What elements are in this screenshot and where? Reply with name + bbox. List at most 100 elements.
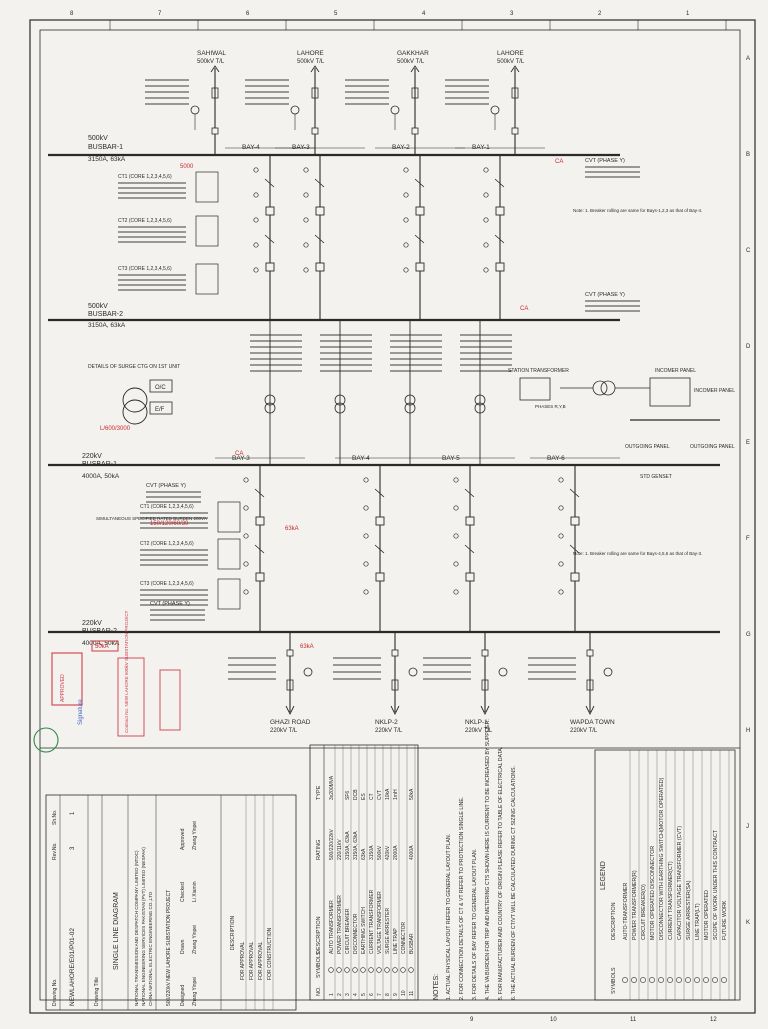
feeder-rating: 500kV T/L bbox=[197, 59, 225, 65]
disconnector-icon bbox=[414, 234, 425, 244]
legend-description: FUTURE WORK bbox=[722, 900, 728, 940]
notes-block: NOTES: 1. ACTUAL PHYSICAL LAYOUT REFER T… bbox=[433, 719, 517, 1000]
signatory-name: Zhang Yinpei bbox=[192, 821, 198, 850]
cubicle-label: O/C bbox=[155, 385, 166, 391]
ruler-tick-label: B bbox=[746, 152, 750, 158]
ruler-tick-label: 6 bbox=[246, 11, 250, 17]
legend-description: SCOPE OF WORK UNDER THIS CONTRACT bbox=[713, 829, 719, 940]
ct-cores-box bbox=[217, 578, 241, 610]
feeder-name: SAHIWAL bbox=[197, 50, 226, 57]
table-cell: CURRENT TRANSFORMER bbox=[369, 889, 375, 954]
current-transformer-icon bbox=[453, 505, 459, 511]
current-transformer-icon bbox=[453, 477, 459, 483]
line-trap-icon bbox=[411, 87, 419, 99]
ct-core-label: CT1 (CORE 1,2,3,4,5,6) bbox=[118, 174, 172, 180]
cvt-icon bbox=[408, 667, 418, 677]
table-cell: 3150A, 63kA bbox=[345, 831, 351, 860]
current-transformer-icon bbox=[453, 589, 459, 595]
ct-core-label: CT2 (CORE 1,2,3,4,5,6) bbox=[118, 218, 172, 224]
ct-cores-box bbox=[217, 538, 241, 570]
line-end-arrow-icon bbox=[585, 705, 595, 716]
contract-stamp-box bbox=[117, 657, 145, 737]
ruler-tick-label: H bbox=[746, 728, 750, 734]
current-transformer-icon bbox=[303, 217, 309, 223]
station-transformer-area: O/C E/F DETAILS OF SURGE CTG ON 1ST UNIT… bbox=[88, 364, 735, 480]
circuit-breaker-icon bbox=[375, 572, 385, 582]
table-cell: 220/11kV bbox=[337, 839, 343, 860]
current-transformer-icon bbox=[558, 561, 564, 567]
ct-core-label: CT2 (CORE 1,2,3,4,5,6) bbox=[140, 541, 194, 547]
legend-description: AUTO-TRANSFORMER bbox=[623, 883, 629, 940]
company-name: CHINA NATIONAL ELECTRIC ENGINEERING CO.,… bbox=[148, 891, 153, 1006]
feeder-rating: 220kV T/L bbox=[375, 728, 403, 734]
feeder-name: GAKKHAR bbox=[397, 50, 429, 57]
circuit-breaker-icon bbox=[570, 572, 580, 582]
line-end-arrow-icon bbox=[310, 65, 320, 73]
current-transformer-icon bbox=[363, 505, 369, 511]
bay-label: BAY-6 bbox=[547, 455, 565, 462]
approval-stamp-box bbox=[51, 652, 83, 706]
auto-transformer-icon bbox=[334, 402, 346, 414]
seal-circle-icon bbox=[33, 727, 59, 753]
busbar-rating: 4000A, 50kA bbox=[82, 473, 120, 480]
auto-transformer-icon bbox=[404, 394, 416, 406]
legend-symbol-icon bbox=[703, 977, 709, 983]
signatory-role: Designed bbox=[180, 985, 186, 1006]
feeder-rating: 500kV T/L bbox=[297, 59, 325, 65]
cvt-label: CVT (PHASE Y) bbox=[146, 483, 186, 489]
legend-symbol-icon bbox=[658, 977, 664, 983]
line-trap-icon bbox=[391, 679, 399, 691]
ruler-tick-label: 9 bbox=[470, 1017, 474, 1023]
disconnector-icon bbox=[374, 544, 385, 554]
ruler-tick-label: 12 bbox=[710, 1017, 717, 1023]
feeder-name: LAHORE bbox=[297, 50, 324, 57]
busbar-220-1-label: 220kV BUSBAR-1 4000A, 50kA bbox=[82, 453, 120, 480]
busbar-voltage: 500kV bbox=[88, 303, 108, 310]
ruler-tick-label: 8 bbox=[70, 11, 74, 17]
circuit-breaker-icon bbox=[415, 262, 425, 272]
handwritten-annotation: 63kA bbox=[300, 644, 314, 650]
table-cell: POWER TRANSFORMER bbox=[337, 895, 343, 954]
current-transformer-icon bbox=[303, 267, 309, 273]
table-cell: 3 bbox=[345, 993, 351, 996]
title-block-frame bbox=[45, 794, 297, 1011]
circuit-breaker-icon bbox=[495, 262, 505, 272]
legend-frame bbox=[594, 749, 736, 1001]
ruler-tick-label: 7 bbox=[158, 11, 162, 17]
station-transformer-label: STATION TRANSFORMER bbox=[508, 368, 569, 374]
table-header-cell: TYPE bbox=[316, 785, 322, 800]
ct-core-label: CT3 (CORE 1,2,3,4,5,6) bbox=[118, 266, 172, 272]
table-header-cell: RATING bbox=[316, 840, 322, 860]
project-name: 500/220kV NEW LAHORE SUBSTATION PROJECT bbox=[166, 890, 172, 1006]
table-cell: 2 bbox=[337, 993, 343, 996]
legend-symbol-icon bbox=[631, 977, 637, 983]
ruler-tick-label: 1 bbox=[686, 11, 690, 17]
current-transformer-icon bbox=[253, 242, 259, 248]
legend-description: POWER TRANSFORMER(R) bbox=[632, 870, 638, 940]
feeder-name: GHAZI ROAD bbox=[270, 719, 311, 726]
feeder-rating: 220kV T/L bbox=[465, 728, 493, 734]
current-transformer-icon bbox=[363, 533, 369, 539]
table-cell: 8 bbox=[385, 993, 391, 996]
line-end-arrow-icon bbox=[210, 65, 220, 73]
current-transformer-icon bbox=[453, 533, 459, 539]
signatory-role: Drawn bbox=[180, 939, 186, 954]
table-cell: 3x200MVA bbox=[329, 775, 335, 800]
cubicle-label: E/F bbox=[155, 407, 165, 413]
line-end-arrow-icon bbox=[390, 705, 400, 716]
legend-symbol-icon bbox=[667, 977, 673, 983]
circuit-breaker-icon bbox=[265, 262, 275, 272]
table-cell: CONNECTOR bbox=[401, 921, 407, 954]
current-transformer-icon bbox=[253, 167, 259, 173]
table-cell: 3150A, 63kA bbox=[353, 831, 359, 860]
notes-heading: NOTES: bbox=[433, 974, 440, 1000]
legend-title: LEGEND bbox=[600, 861, 607, 890]
symbol-glyph-icon bbox=[344, 967, 350, 973]
current-transformer-icon bbox=[453, 561, 459, 567]
line-end-arrow-icon bbox=[480, 705, 490, 716]
ct-cores-box bbox=[195, 171, 219, 203]
